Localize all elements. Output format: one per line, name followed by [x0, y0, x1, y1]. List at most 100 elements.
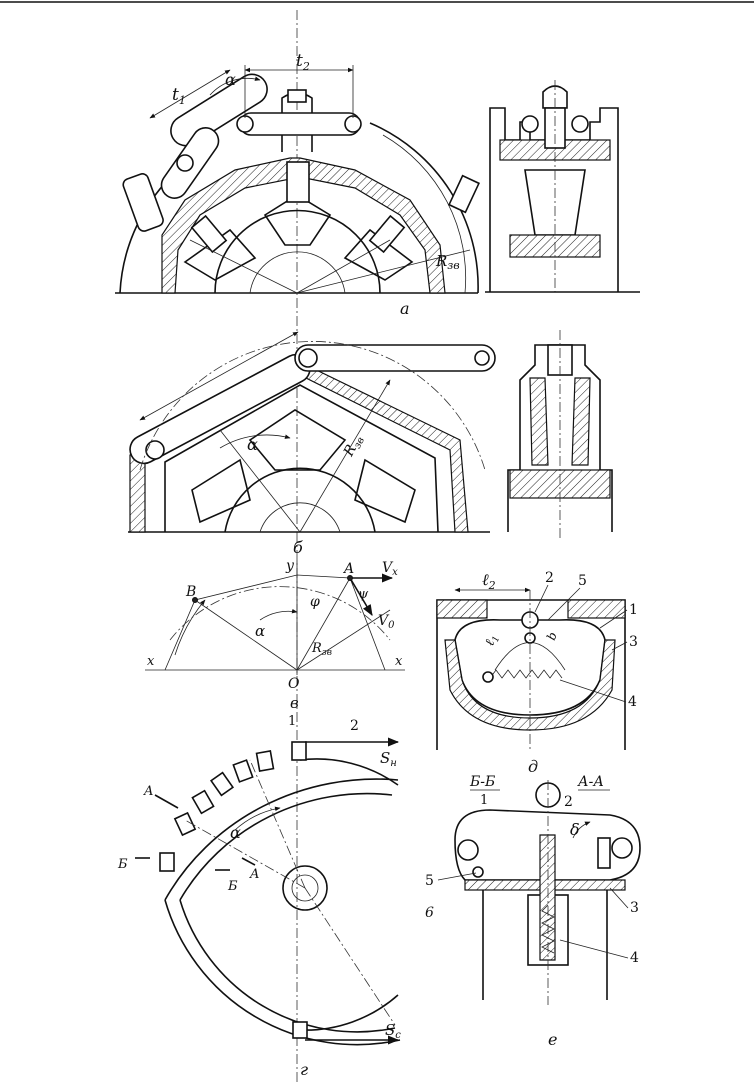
view-b-caption: б: [293, 538, 303, 557]
view-a-chain-sprocket: t1 t2 α Rзв а: [115, 51, 480, 318]
view-v-label-A: A: [342, 561, 354, 577]
view-d-label-l1: ℓ1: [482, 632, 502, 648]
view-b-radius-line: [299, 379, 391, 533]
view-b-window-right: [354, 458, 416, 524]
view-g-ray-left: [184, 819, 306, 889]
view-g-ray-upper: [249, 759, 306, 889]
view-v-ray-right: [296, 609, 391, 671]
view-e-delta-arc: [572, 821, 591, 839]
view-g-wheel: 1 2 Sн Sc A A Б Б α г: [117, 714, 401, 1079]
view-v-label-psi: ψ: [358, 587, 369, 602]
view-b-side-section: [507, 330, 613, 540]
view-e-pivot-left: [457, 839, 479, 861]
view-v-label-x-right: x: [395, 654, 403, 669]
view-v-label-x-left: x: [147, 654, 155, 669]
view-v-point-A: [347, 575, 353, 581]
view-e-label-2: 2: [564, 794, 573, 810]
view-g-inner-arc-lower: [179, 899, 396, 1033]
view-a-hub-inner: [249, 251, 346, 294]
view-b-pin-top: [298, 348, 318, 368]
view-v-label-radius: Rзв: [311, 641, 332, 658]
view-g-label-A-mid: A: [249, 867, 259, 882]
view-a-caption: а: [400, 299, 410, 318]
view-d-label-b: b: [544, 630, 560, 642]
view-d-bar-left: [436, 599, 488, 619]
view-e-label-6: 6: [425, 905, 434, 921]
view-a-section-pin-head: [542, 85, 568, 109]
view-g-top-rim: [299, 758, 399, 786]
view-e-plunger: [539, 834, 556, 961]
view-e-pivot-right: [611, 837, 633, 859]
view-v-kinematic-diagram: y A B Vx V0 φ ψ α Rзв O x x в: [145, 558, 405, 712]
view-g-inner-arc-upper: [179, 792, 393, 901]
view-g-label-alpha: α: [230, 823, 241, 842]
view-b-hexagonal-sprocket: α Rзв б: [128, 331, 496, 557]
view-a-chain-pin-lower: [176, 154, 194, 172]
view-v-ray-OB: [194, 599, 298, 671]
view-b-label-alpha: α: [247, 435, 258, 454]
view-a-chain-link-3: [122, 173, 164, 232]
view-a-side-section: [485, 80, 640, 293]
view-d-label-4: 4: [628, 694, 637, 710]
view-d-spring-detail: ℓ2 ℓ1 b 2 5 1 3 4 д: [436, 570, 638, 776]
view-a-chain-pin-left: [236, 115, 254, 133]
view-e-leader-5: [437, 872, 477, 881]
view-v-caption: в: [290, 694, 299, 712]
view-g-tooth-4: [209, 771, 235, 797]
view-e-caption: е: [548, 1030, 557, 1049]
view-d-label-3: 3: [629, 634, 638, 650]
view-g-tooth-5: [232, 759, 254, 783]
view-g-alpha-arc: [234, 806, 281, 831]
view-e-label-3: 3: [630, 900, 639, 916]
view-g-tooth-2: [173, 811, 197, 837]
view-g-label-B-left: Б: [117, 857, 128, 872]
view-g-hub-inner: [291, 874, 319, 902]
view-b-dim-link: [139, 331, 299, 421]
view-e-label-section-b: Б-Б: [469, 774, 495, 790]
view-e-label-5: 5: [425, 873, 434, 889]
view-g-ray-lower: [304, 887, 396, 1026]
view-b-pin-left: [145, 440, 165, 460]
view-e-label-section-a: А-А: [577, 774, 604, 790]
view-g-outer-arc-lower: [164, 899, 401, 1046]
view-g-tooth-6: [255, 749, 275, 773]
view-b-ray-left: [219, 429, 301, 533]
view-e-section-detail: Б-Б А-А 1 2 3 4 5 6 δ е: [425, 774, 641, 1049]
view-a-tooth-right: [368, 214, 406, 254]
view-v-alpha-arc: [259, 608, 298, 621]
view-a-right-tooth: [448, 174, 480, 214]
view-a-tooth-top: [286, 161, 310, 203]
view-b-inner-hex: [164, 384, 439, 533]
view-d-label-5: 5: [578, 573, 587, 589]
view-b-pin-right: [474, 350, 490, 366]
view-d-label-1: 1: [629, 602, 638, 618]
view-b-reference-arc: [139, 341, 486, 471]
view-g-bottom-rim: [299, 994, 399, 1031]
view-a-top-pin-head: [287, 89, 307, 103]
view-a-sprocket-rim: [161, 157, 446, 294]
view-v-label-vx: Vx: [382, 560, 398, 578]
view-d-outline: [436, 599, 626, 750]
view-v-label-B: B: [185, 584, 196, 600]
view-a-radius-line: [296, 249, 471, 294]
view-a-label-t1: t1: [172, 85, 186, 107]
view-d-leader-1: [599, 609, 628, 629]
view-a-section-chain-pin-left: [521, 115, 539, 133]
view-b-hex-rim: [129, 361, 469, 533]
view-g-tooth-bottom: [292, 1021, 308, 1039]
view-g-label-2: 2: [350, 718, 359, 734]
view-e-latch: [597, 837, 611, 869]
view-b-hub-inner: [259, 502, 341, 533]
view-v-rotation-arrow: [174, 599, 206, 656]
view-v-point-B: [192, 597, 198, 603]
view-a-label-t2: t2: [296, 51, 310, 73]
view-g-label-1: 1: [288, 714, 296, 729]
view-g-label-sn: Sн: [380, 749, 397, 769]
view-e-tube: [482, 890, 608, 1000]
view-d-spring-end-left: [482, 671, 494, 683]
view-b-chain-link-horizontal: [294, 344, 496, 372]
view-a-hub-outer: [214, 209, 381, 294]
view-e-label-1: 1: [480, 793, 488, 808]
view-e-spring: [541, 904, 555, 954]
